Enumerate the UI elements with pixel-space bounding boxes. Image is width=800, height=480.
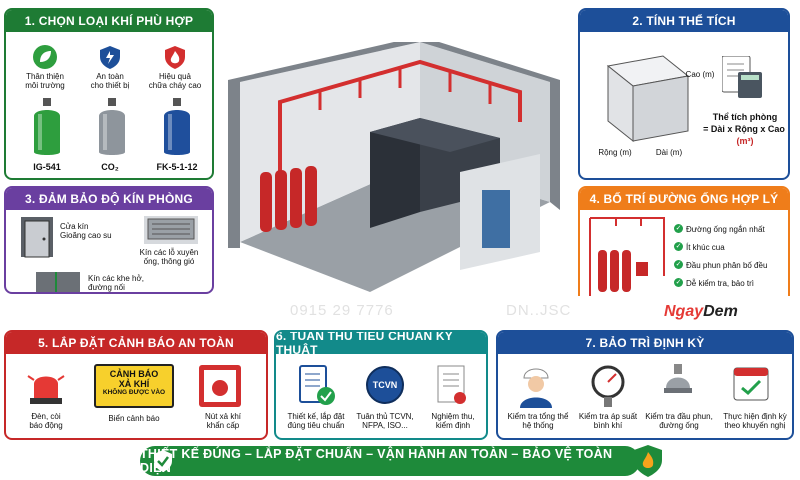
panel-1-title: 1. CHỌN LOẠI KHÍ PHÙ HỢP: [6, 10, 212, 32]
standard-label-2: Tuân thủ TCVN, NFPA, ISO...: [356, 412, 414, 431]
maintenance-label-1: Kiểm tra tổng thể hệ thống: [507, 412, 569, 431]
banner-text: THIẾT KẾ ĐÚNG – LẮP ĐẶT CHUẨN – VẬN HÀNH…: [140, 447, 613, 475]
panel-periodic-maintenance: 7. BẢO TRÌ ĐỊNH KỲ Kiểm tra tổng thể hệ …: [496, 330, 794, 440]
pipe-item-1: Đường ống ngắn nhất: [686, 225, 765, 234]
formula-unit: (m³): [736, 136, 754, 146]
panel-technical-standards: 6. TUÂN THỦ TIÊU CHUẨN KỸ THUẬT Thiết kế…: [274, 330, 488, 440]
gap-seal-icon: [36, 272, 80, 292]
fire-shield-icon: [634, 445, 662, 477]
technician-icon: [520, 368, 552, 408]
slogan-banner: THIẾT KẾ ĐÚNG – LẮP ĐẶT CHUẨN – VẬN HÀNH…: [140, 446, 640, 476]
pipe-item-3: Đầu phun phân bố đều: [686, 261, 768, 270]
watermark-suffix: DN..JSC: [506, 302, 572, 319]
sealing-label-2: Kín các lỗ xuyên ống, thông gió: [139, 248, 199, 267]
shield-icon: [100, 46, 120, 69]
sign-line-1: CẢNH BÁO: [109, 369, 159, 379]
panel-gas-selection: 1. CHỌN LOẠI KHÍ PHÙ HỢP Thân thiện môi …: [4, 8, 214, 180]
certificate-icon: [437, 365, 466, 404]
pipe-item-4: Dễ kiểm tra, bảo trì: [686, 279, 755, 288]
watermark-strip: [0, 296, 800, 328]
panel-5-title: 5. LẮP ĐẶT CẢNH BÁO AN TOÀN: [6, 332, 266, 354]
gas-cylinder-co2: [99, 98, 125, 155]
panel-pipe-layout: 4. BỐ TRÍ ĐƯỜNG ỐNG HỢP LÝ ✓ Đường ống n…: [578, 186, 790, 304]
sign-line-2: XẢ KHÍ: [118, 379, 150, 389]
panel-7-title: 7. BẢO TRÌ ĐỊNH KỲ: [498, 332, 792, 354]
gas-cylinder-ig541: [34, 98, 60, 155]
calculator-icon: [722, 56, 762, 98]
vent-seal-icon: [144, 216, 198, 244]
sealing-label-1: Cửa kín Gioăng cao su: [60, 222, 112, 241]
panel-6-title: 6. TUÂN THỦ TIÊU CHUẨN KỸ THUẬT: [276, 332, 486, 357]
formula-line-2: = Dài x Rộng x Cao: [703, 124, 785, 134]
watermark-phone: 0915 29 7776: [290, 302, 394, 319]
tcvn-badge: TCVN: [366, 366, 404, 404]
check-icon: ✓: [674, 260, 683, 269]
shield-check-icon: [154, 450, 172, 472]
panel-safety-warning: 5. LẮP ĐẶT CẢNH BÁO AN TOÀN Đèn, còi báo…: [4, 330, 268, 440]
check-icon: ✓: [674, 242, 683, 251]
emergency-release-button-icon: [199, 365, 241, 407]
brand-part-2: Dem: [703, 303, 738, 320]
maintenance-label-3: Kiểm tra đầu phun, đường ống: [645, 412, 713, 431]
pipe-layout-diagram: [589, 217, 665, 296]
dim-width-label: Rộng (m): [598, 148, 632, 157]
benefit-label-3: Hiệu quả chữa cháy cao: [148, 72, 202, 91]
maintenance-label-2: Kiểm tra áp suất bình khí: [578, 412, 638, 431]
gas-label-3: FK-5-1-12: [156, 162, 198, 172]
warning-label-3: Nút xả khí khẩn cấp: [204, 412, 241, 431]
flame-icon: [165, 46, 185, 69]
gas-cylinder-fk5112: [164, 98, 190, 155]
formula-line-1: Thể tích phòng: [712, 112, 778, 122]
gas-label-1: IG-541: [33, 162, 61, 172]
warning-label-2: Biển cảnh báo: [108, 414, 160, 423]
pipe-item-2: Ít khúc cua: [686, 243, 725, 252]
benefit-label-2: An toàn cho thiết bị: [90, 72, 130, 91]
dim-length-label: Dài (m): [655, 148, 683, 157]
leaf-icon: [33, 45, 57, 69]
checklist-icon: [299, 365, 335, 405]
panel-2-title: 2. TÍNH THỂ TÍCH: [580, 10, 788, 32]
sprinkler-nozzle-icon: [664, 364, 692, 393]
check-icon: ✓: [674, 278, 683, 287]
pressure-gauge-icon: [591, 365, 625, 407]
standard-label-3: Nghiệm thu, kiểm định: [431, 412, 475, 431]
alarm-beacon-icon: [27, 375, 65, 404]
dim-height-label: Cao (m): [685, 70, 715, 79]
standard-label-1: Thiết kế, lắp đặt đúng tiêu chuẩn: [287, 412, 345, 431]
panel-4-title: 4. BỐ TRÍ ĐƯỜNG ỐNG HỢP LÝ: [580, 188, 788, 210]
brand-logo: NgayDem: [664, 303, 738, 321]
server-room-illustration: [228, 42, 560, 292]
calendar-icon: [733, 367, 769, 401]
room-volume-cube: [606, 55, 690, 143]
tcvn-badge-text: TCVN: [372, 380, 398, 390]
panel-3-title: 3. ĐẢM BẢO ĐỘ KÍN PHÒNG: [6, 188, 212, 210]
gas-label-2: CO₂: [101, 162, 119, 172]
check-icon: ✓: [674, 224, 683, 233]
brand-part-1: Ngay: [664, 303, 704, 320]
sign-line-3: KHÔNG ĐƯỢC VÀO: [102, 389, 166, 396]
sealed-door-icon: [21, 217, 53, 258]
warning-label-1: Đèn, còi báo động: [29, 412, 63, 431]
maintenance-label-4: Thực hiện định kỳ theo khuyến nghị: [723, 412, 787, 431]
benefit-label-1: Thân thiện môi trường: [25, 72, 65, 91]
panel-volume-calculation: 2. TÍNH THỂ TÍCH Cao (m) Rộng (m) Dài (m…: [578, 8, 790, 180]
sealing-label-3: Kín các khe hở, đường nối: [88, 274, 144, 293]
warning-sign: CẢNH BÁO XẢ KHÍ KHÔNG ĐƯỢC VÀO: [94, 364, 174, 408]
panel-room-sealing: 3. ĐẢM BẢO ĐỘ KÍN PHÒNG Cửa kín Gioăng c…: [4, 186, 214, 294]
